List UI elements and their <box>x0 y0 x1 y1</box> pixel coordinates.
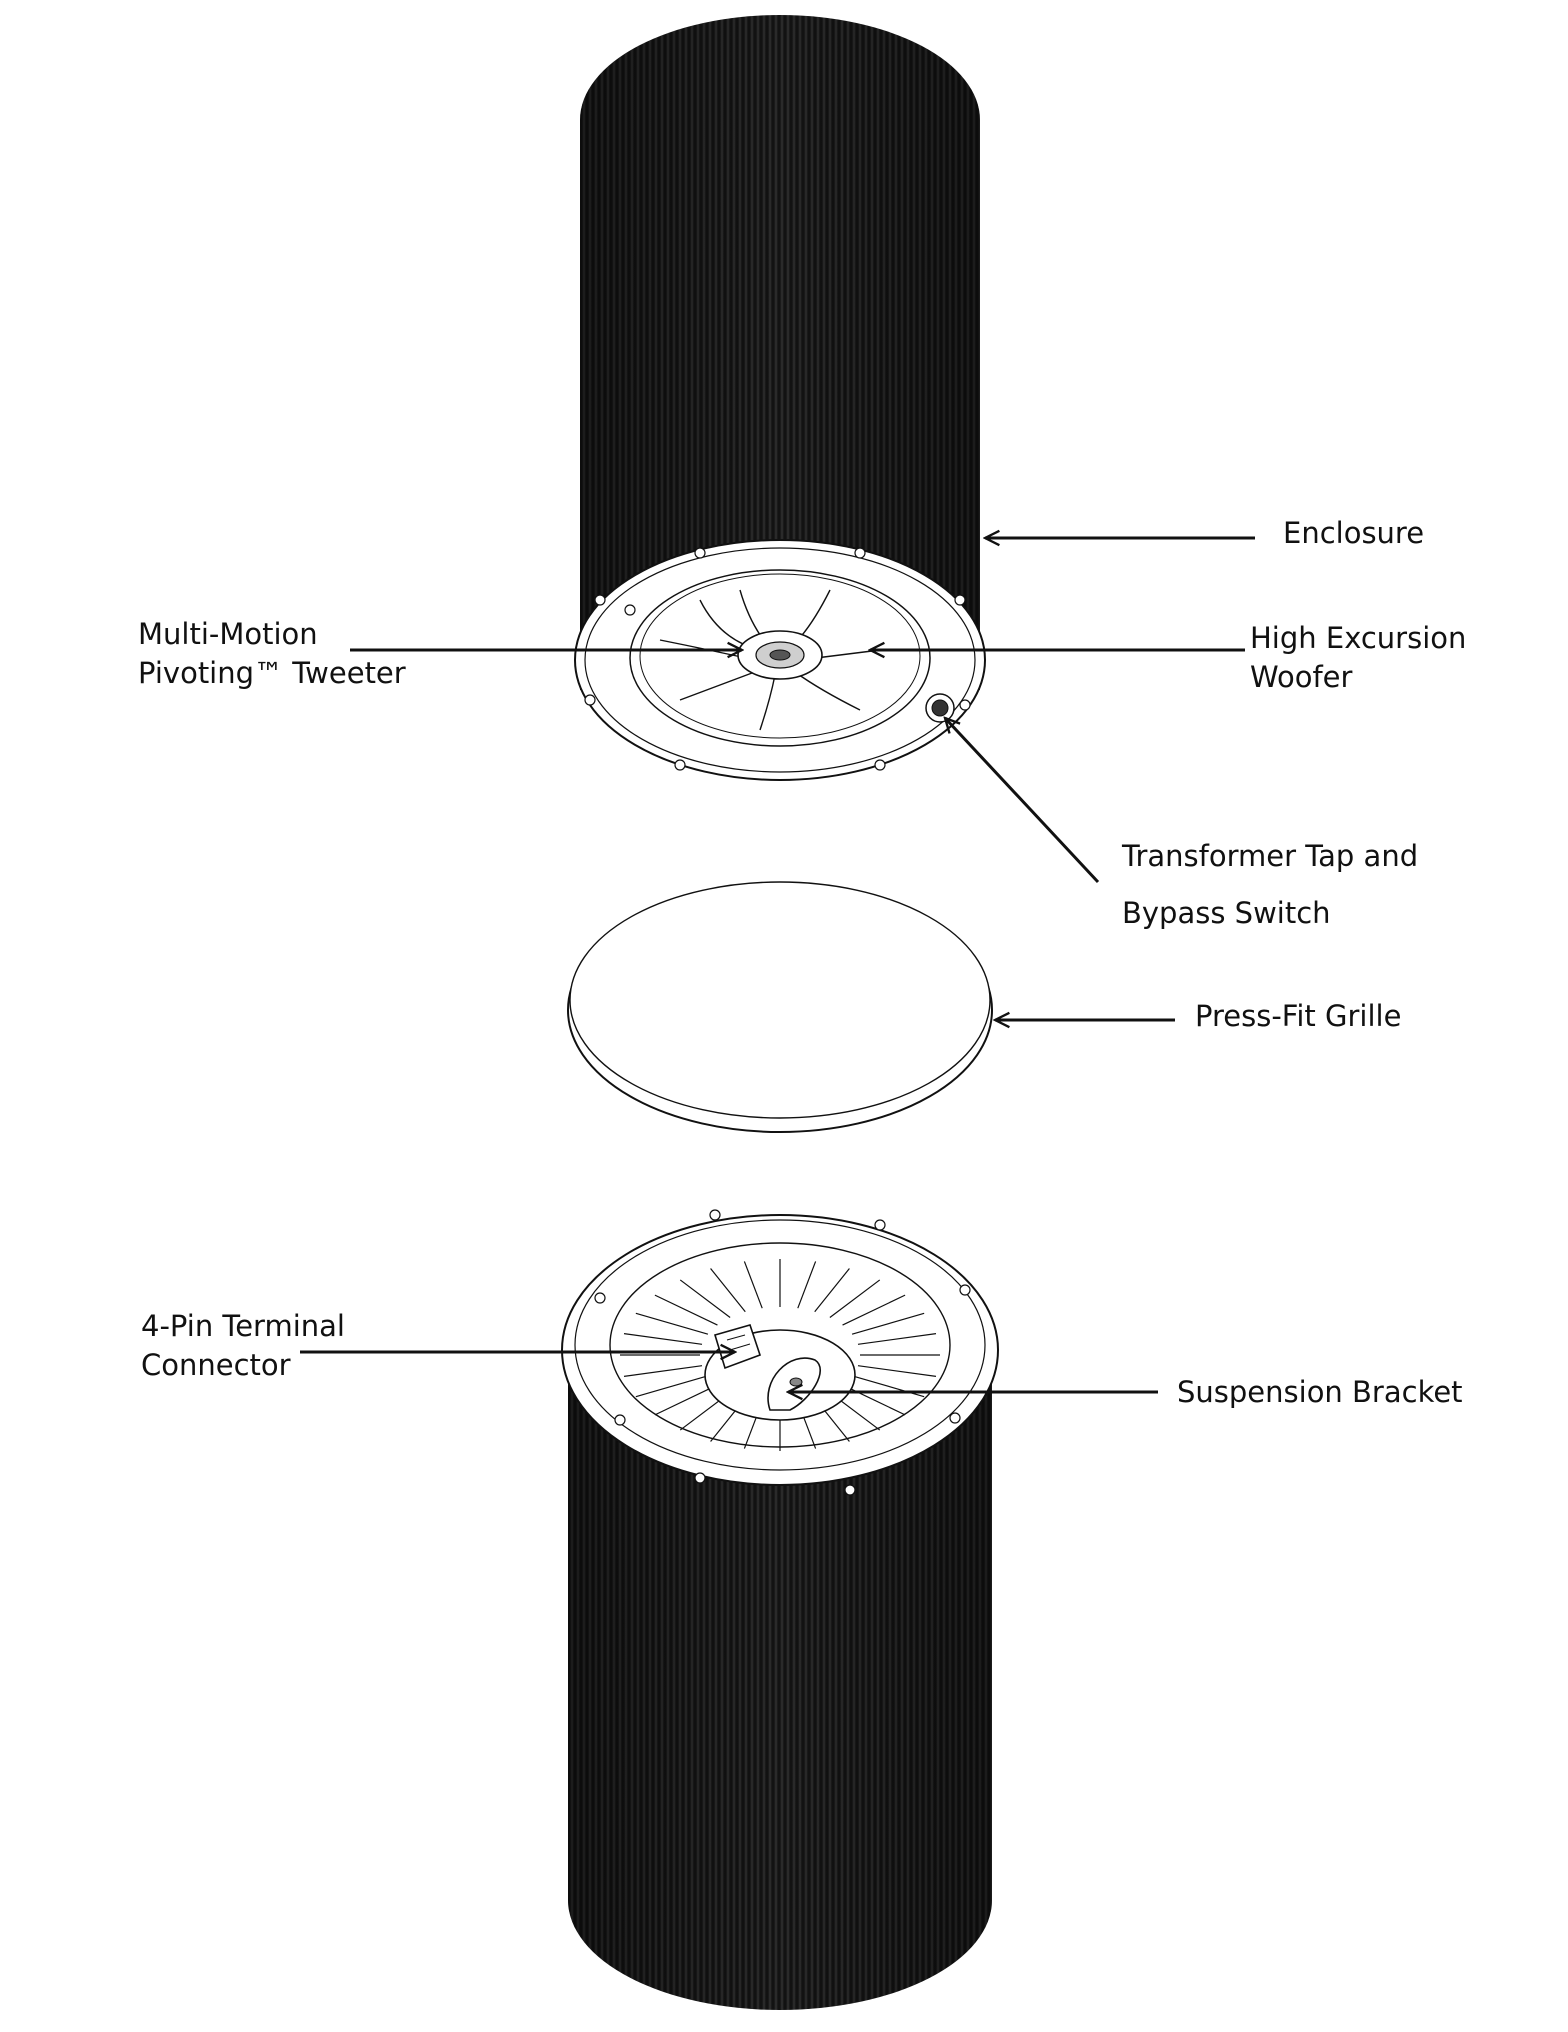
fin <box>710 1268 746 1313</box>
fin <box>797 1261 817 1309</box>
label-transformer: Transformer Tap and Bypass Switch <box>1122 839 1419 930</box>
press-fit-grille <box>567 881 993 1133</box>
fin <box>635 1312 709 1335</box>
label-woofer: High Excursion Woofer <box>1250 621 1467 695</box>
label-bracket: Suspension Bracket <box>1177 1375 1463 1409</box>
fin <box>829 1279 881 1318</box>
lower-enclosure <box>568 1370 992 2010</box>
fin <box>743 1261 763 1309</box>
fin <box>857 1333 937 1345</box>
leader-lines <box>300 538 1255 1392</box>
upper-enclosure <box>580 15 980 690</box>
screw-hole-icon <box>584 547 971 771</box>
upper-baffle <box>574 539 986 781</box>
label-grille: Press-Fit Grille <box>1195 999 1402 1033</box>
tweeter <box>737 630 823 680</box>
fin <box>814 1268 850 1313</box>
fin <box>842 1384 906 1416</box>
lower-top-panel <box>561 1209 999 1496</box>
label-tweeter: Multi-Motion Pivoting™ Tweeter <box>138 617 406 691</box>
screw-hole-icon <box>594 1209 971 1496</box>
fin <box>623 1333 703 1345</box>
label-enclosure: Enclosure <box>1283 516 1425 550</box>
transformer-switch <box>925 693 955 723</box>
fin <box>842 1294 906 1326</box>
fin <box>623 1365 703 1377</box>
label-terminal: 4-Pin Terminal Connector <box>141 1309 345 1383</box>
fin <box>635 1375 709 1398</box>
fin <box>679 1279 731 1318</box>
fin <box>654 1384 718 1416</box>
fin <box>654 1294 718 1326</box>
fin <box>851 1312 925 1335</box>
leader-transformer <box>945 718 1100 884</box>
fin <box>857 1365 937 1377</box>
